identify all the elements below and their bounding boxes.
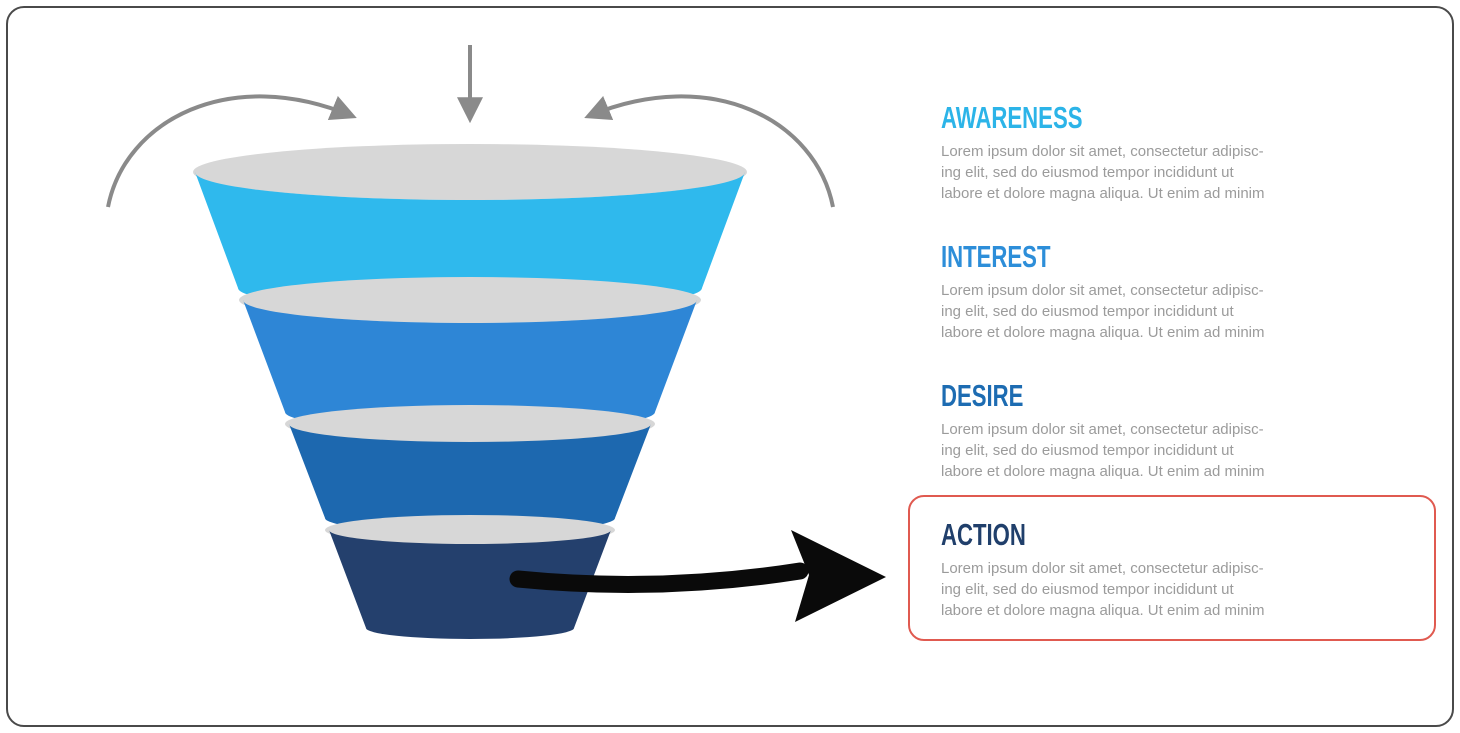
funnel-stage-interest (243, 300, 697, 431)
inflow-arrow-right (584, 94, 835, 208)
section-desire: DESIRE Lorem ipsum dolor sit amet, conse… (941, 379, 1351, 482)
desire-heading: DESIRE (941, 379, 1024, 413)
action-heading: ACTION (941, 518, 1026, 552)
interest-body: Lorem ipsum dolor sit amet, consectetur … (941, 282, 1265, 341)
funnel-stage-awareness (195, 172, 745, 311)
section-action: ACTION Lorem ipsum dolor sit amet, conse… (941, 518, 1351, 621)
funnel-stage-desire (289, 424, 651, 533)
inflow-arrow-left (106, 94, 357, 208)
awareness-heading: AWARENESS (941, 101, 1083, 135)
funnel-rim-4 (325, 515, 615, 545)
action-pointer-arrow-head (791, 530, 886, 622)
action-pointer-arrow-shaft (509, 562, 809, 593)
interest-heading: INTEREST (941, 240, 1051, 274)
section-interest: INTEREST Lorem ipsum dolor sit amet, con… (941, 240, 1351, 343)
funnel-stage-action (329, 530, 611, 639)
funnel-rim-3 (285, 405, 655, 443)
funnel-rim-2 (239, 277, 701, 323)
section-awareness: AWARENESS Lorem ipsum dolor sit amet, co… (941, 101, 1351, 204)
awareness-body: Lorem ipsum dolor sit amet, consectetur … (941, 143, 1265, 202)
action-body: Lorem ipsum dolor sit amet, consectetur … (941, 560, 1265, 619)
desire-body: Lorem ipsum dolor sit amet, consectetur … (941, 421, 1265, 480)
funnel-top-rim (193, 144, 747, 200)
stage-descriptions: AWARENESS Lorem ipsum dolor sit amet, co… (941, 101, 1351, 659)
